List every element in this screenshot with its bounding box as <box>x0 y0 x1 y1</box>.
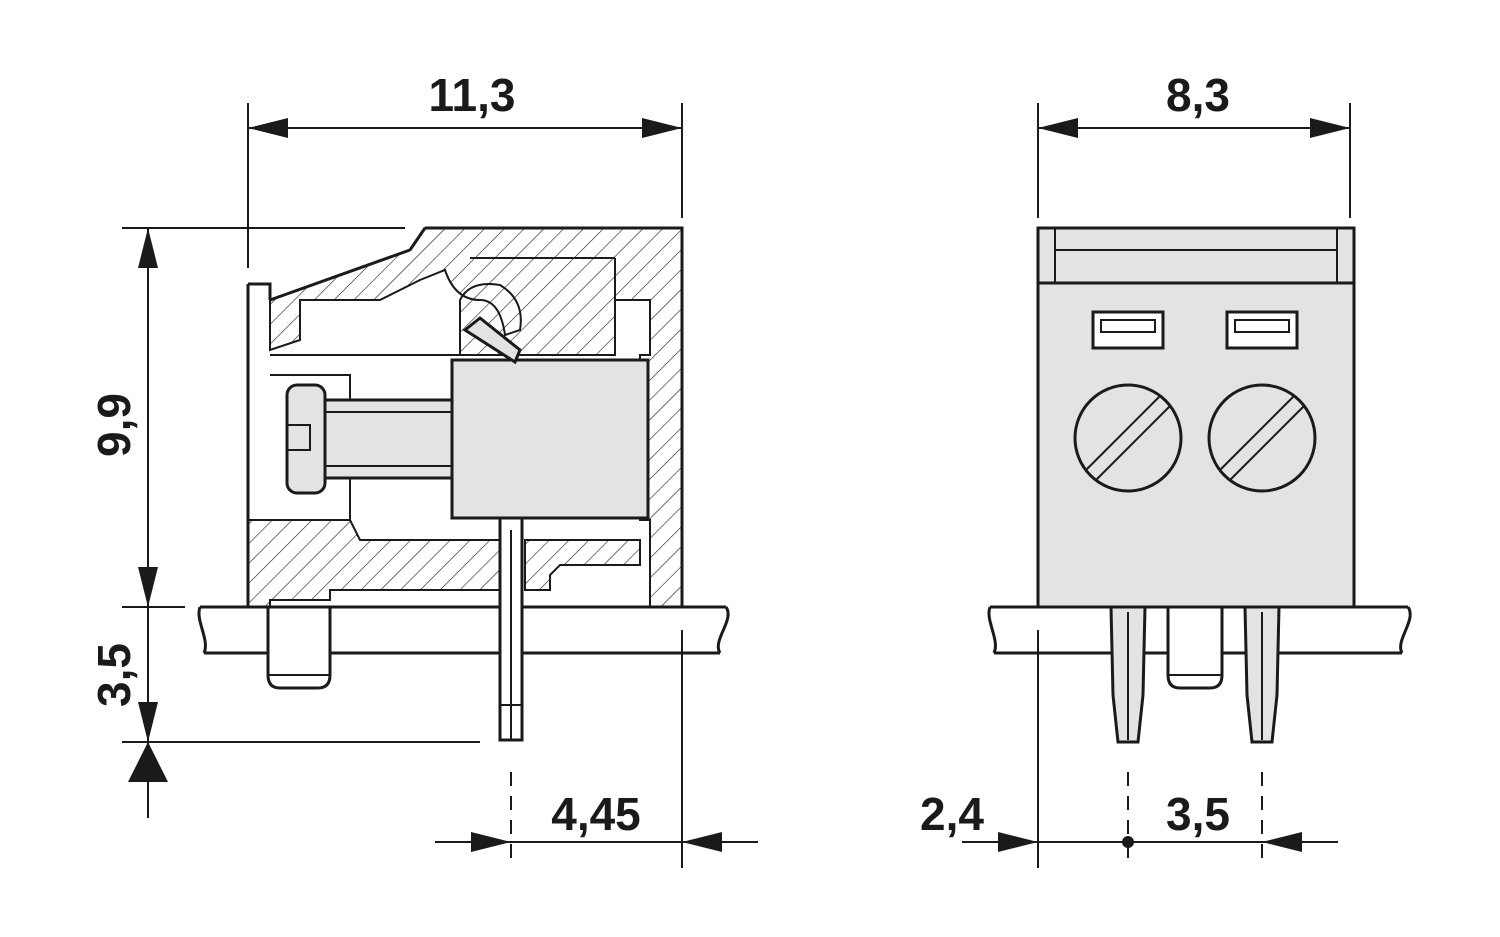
screw-head <box>285 383 327 495</box>
spring-contact <box>462 316 522 365</box>
screw-slot <box>287 424 311 451</box>
dim-label-front-width: 8,3 <box>1166 69 1230 121</box>
front-peg <box>1166 605 1224 690</box>
front-top-ridge <box>1036 226 1356 285</box>
screw-2 <box>1207 383 1317 493</box>
dim-label-side-width: 11,3 <box>429 69 516 121</box>
wire-cavity <box>270 257 616 520</box>
release-window-2 <box>1225 310 1299 350</box>
housing-section-top <box>269 227 683 608</box>
front-view: 8,3 2,4 3,5 <box>920 69 1412 868</box>
release-window-1 <box>1091 310 1165 350</box>
housing-edges <box>246 226 684 609</box>
dim-label-pin-offset: 4,45 <box>551 788 641 840</box>
side-view: 11,3 9,9 3,5 4,45 <box>88 69 758 868</box>
dim-label-pitch: 3,5 <box>1166 788 1230 840</box>
dim-label-side-height: 9,9 <box>88 393 140 457</box>
screw-1 <box>1073 383 1183 493</box>
locating-peg <box>266 605 332 690</box>
housing-section-bottom-right <box>524 539 641 591</box>
dim-label-pin-length: 3,5 <box>88 643 140 707</box>
clamp-block <box>450 358 650 520</box>
dim-label-edge-offset: 2,4 <box>920 788 984 840</box>
